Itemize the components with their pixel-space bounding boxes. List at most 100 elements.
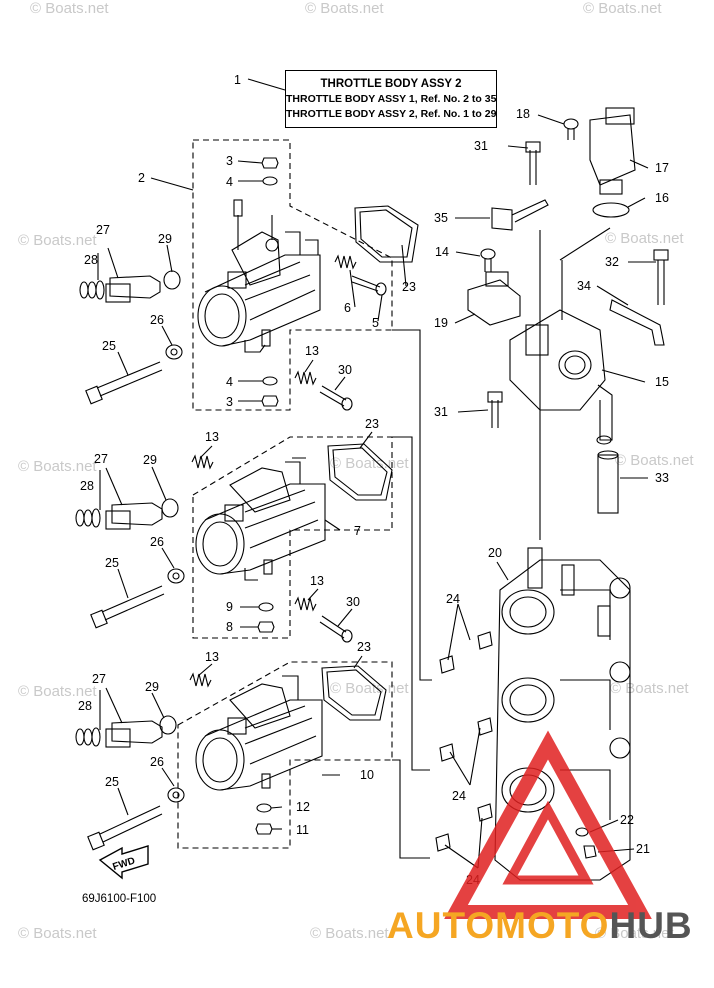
watermark: © Boats.net: [305, 0, 384, 17]
label-7: 7: [354, 524, 361, 538]
o-ring-16: [592, 202, 630, 218]
washer-26: [167, 568, 185, 584]
label-28: 28: [84, 253, 98, 267]
label-9: 9: [226, 600, 233, 614]
label-35: 35: [434, 211, 448, 225]
label-20: 20: [488, 546, 502, 560]
screw-30: [319, 385, 347, 407]
label-25: 25: [105, 556, 119, 570]
label-4: 4: [226, 175, 233, 189]
bolt-25: [99, 805, 163, 843]
watermark: © Boats.net: [18, 458, 97, 475]
label-28: 28: [80, 479, 94, 493]
watermark: © Boats.net: [18, 925, 97, 942]
washer-12: [256, 803, 272, 813]
assy1-boundary: [192, 139, 393, 411]
label-23: 23: [402, 280, 416, 294]
label-28: 28: [78, 699, 92, 713]
throttle-body-3: [195, 675, 323, 791]
spring-13: [189, 672, 212, 688]
label-30: 30: [338, 363, 352, 377]
dowel-24: [435, 631, 493, 852]
fwd-label: FWD: [111, 855, 136, 873]
label-29: 29: [158, 232, 172, 246]
label-29: 29: [143, 453, 157, 467]
brand-triangle-icon: [444, 730, 652, 919]
screw-18: [567, 128, 575, 140]
watermark: © Boats.net: [605, 230, 684, 247]
watermark: © Boats.net: [595, 925, 674, 942]
nut-3: [261, 157, 279, 169]
label-26: 26: [150, 313, 164, 327]
assy2-boundary: [192, 436, 393, 639]
screw-21: [583, 845, 597, 859]
washer-26: [167, 787, 185, 803]
label-25: 25: [105, 775, 119, 789]
nut-8: [257, 621, 275, 633]
brand-logo: AUTOMOTOHUB: [387, 905, 693, 947]
label-4: 4: [226, 375, 233, 389]
label-2: 2: [138, 171, 145, 185]
nut-3: [261, 395, 279, 407]
label-13: 13: [205, 650, 219, 664]
title-line-1: THROTTLE BODY ASSY 2: [320, 78, 462, 90]
label-33: 33: [655, 471, 669, 485]
title-box: THROTTLE BODY ASSY 2 THROTTLE BODY ASSY …: [285, 70, 497, 128]
spacer-29: [161, 498, 179, 518]
label-31: 31: [474, 139, 488, 153]
spring-13: [191, 454, 214, 470]
washer-22: [575, 827, 589, 837]
label-12: 12: [296, 800, 310, 814]
sensor-17: [589, 107, 636, 195]
label-13: 13: [205, 430, 219, 444]
label-27: 27: [96, 223, 110, 237]
label-23: 23: [357, 640, 371, 654]
title-line-3: THROTTLE BODY ASSY 2, Ref. No. 1 to 29: [286, 108, 497, 120]
watermark: © Boats.net: [330, 680, 409, 697]
spacer-29: [159, 715, 177, 735]
label-16: 16: [655, 191, 669, 205]
spacer-29: [163, 270, 181, 290]
washer-9: [258, 602, 274, 612]
throttle-body-2: [195, 457, 326, 581]
sensor-19: [467, 279, 521, 326]
throttle-body-1: [197, 199, 321, 353]
label-26: 26: [150, 755, 164, 769]
injector-27: [75, 720, 163, 748]
spring-13: [294, 370, 317, 386]
label-19: 19: [434, 316, 448, 330]
label-30: 30: [346, 595, 360, 609]
label-13: 13: [310, 574, 324, 588]
nut-11: [255, 823, 273, 835]
pipe-33: [597, 454, 619, 514]
label-27: 27: [92, 672, 106, 686]
intake-manifold-20: [494, 547, 631, 881]
label-1: 1: [234, 73, 241, 87]
spring-6: [334, 254, 357, 270]
screw-14: [484, 258, 492, 272]
label-34: 34: [577, 279, 591, 293]
watermark: © Boats.net: [18, 683, 97, 700]
label-32: 32: [605, 255, 619, 269]
bolt-25: [96, 361, 163, 397]
label-27: 27: [94, 452, 108, 466]
screw-5: [351, 275, 381, 292]
watermark: © Boats.net: [583, 0, 662, 17]
label-6: 6: [344, 301, 351, 315]
bolt-32: [657, 260, 665, 305]
watermark: © Boats.net: [310, 925, 389, 942]
injector-27: [75, 502, 163, 530]
fwd-arrow-icon: [98, 845, 149, 880]
label-29: 29: [145, 680, 159, 694]
label-31: 31: [434, 405, 448, 419]
assy3-boundary: [177, 661, 393, 849]
bolt-31: [491, 400, 499, 428]
label-24: 24: [446, 592, 460, 606]
label-10: 10: [360, 768, 374, 782]
diagram-code: 69J6100-F100: [82, 893, 157, 905]
leader-lines: [97, 78, 656, 869]
bolt-31: [529, 150, 537, 185]
bolt-25: [101, 585, 165, 621]
